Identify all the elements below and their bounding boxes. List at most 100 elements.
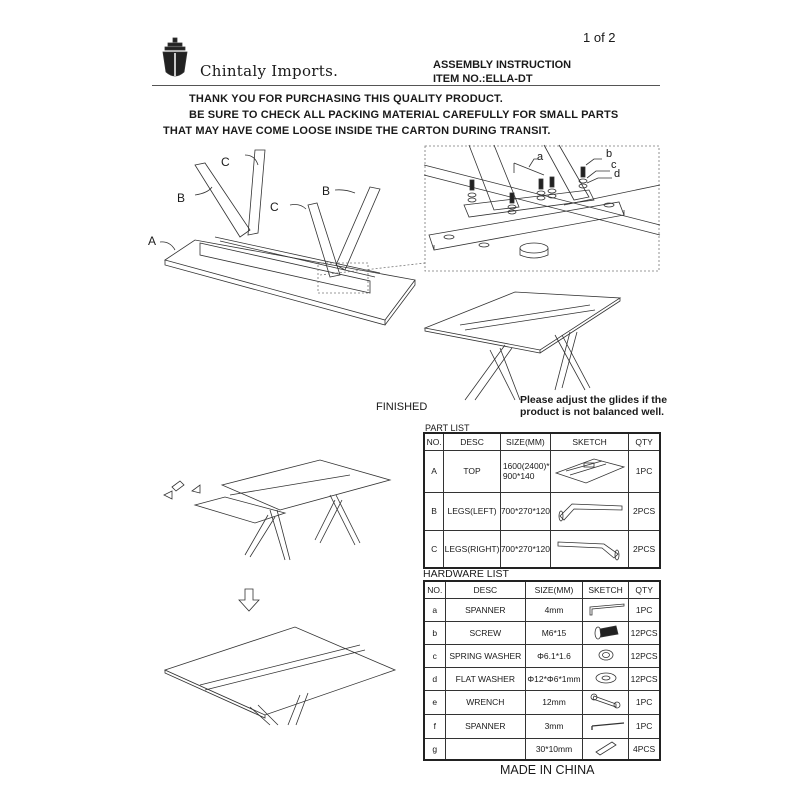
cell-desc: SPANNER [444, 597, 527, 622]
table-row: C LEGS(RIGHT) 700*270*120 2PCS [423, 529, 661, 569]
right-leg-sketch-icon [557, 541, 619, 561]
cell-qty: 12PCS [628, 620, 661, 645]
col-sketch: SKETCH [549, 432, 630, 451]
finished-label: FINISHED [376, 401, 428, 413]
cell-qty: 2PCS [628, 529, 661, 569]
label-leg-left-2: B [322, 184, 331, 198]
label-leg-left-1: B [177, 191, 186, 205]
made-in-label: MADE IN CHINA [500, 763, 595, 777]
cell-desc: SPANNER [444, 713, 527, 739]
part-list-header-row: NO. DESC SIZE(MM) SKETCH QTY [423, 432, 661, 451]
cell-no: a [423, 597, 446, 622]
table-row: d FLAT WASHER Φ12*Φ6*1mm 12PCS [423, 666, 661, 691]
cell-sketch [581, 643, 630, 668]
cell-no: e [423, 689, 446, 715]
col-desc: DESC [443, 432, 501, 451]
assembly-exploded-drawing [159, 149, 426, 326]
item-number: ITEM NO.:ELLA-DT [433, 73, 533, 85]
size-line-1: 1600(2400)* [502, 461, 550, 471]
left-leg-sketch-icon [558, 503, 622, 522]
cell-size: 3mm [525, 713, 583, 739]
cell-size: 700*270*120 [499, 529, 552, 569]
allen-key-small-icon [590, 722, 624, 730]
table-row: c SPRING WASHER Φ6.1*1.6 12PCS [423, 643, 661, 668]
cell-size: 1600(2400)* 900*140 [499, 449, 552, 493]
notice-line-2: BE SURE TO CHECK ALL PACKING MATERIAL CA… [189, 109, 619, 121]
cell-sketch [581, 737, 630, 761]
cell-desc: TOP [443, 449, 501, 493]
col-qty: QTY [628, 432, 661, 451]
table-row: B LEGS(LEFT) 700*270*120 2PCS [423, 491, 661, 531]
cell-no: b [423, 620, 446, 645]
hardware-list-caption: HARDWARE LIST [423, 568, 509, 580]
cell-desc: WRENCH [444, 689, 527, 715]
table-row: a SPANNER 4mm 1PC [423, 597, 661, 622]
page-indicator: 1 of 2 [583, 30, 616, 45]
cell-qty: 1PC [628, 689, 661, 715]
col-size: SIZE(MM) [525, 580, 583, 599]
cell-size: 12mm [525, 689, 583, 715]
cell-no: B [423, 491, 445, 531]
table-row: A TOP 1600(2400)* 900*140 1PC [423, 449, 661, 493]
down-arrow-icon [238, 588, 260, 612]
col-size: SIZE(MM) [499, 432, 552, 451]
cell-size: 30*10mm [525, 737, 583, 761]
cell-qty: 1PC [628, 449, 661, 493]
extension-step-drawing [163, 459, 392, 561]
size-line-2: 900*140 [502, 471, 535, 481]
cell-sketch [581, 597, 630, 622]
cell-no: C [423, 529, 445, 569]
cell-size: 4mm [525, 597, 583, 622]
cell-qty: 2PCS [628, 491, 661, 531]
hardware-list-header-row: NO. DESC SIZE(MM) SKETCH QTY [423, 580, 661, 599]
part-list-table: NO. DESC SIZE(MM) SKETCH QTY A TOP 1600(… [423, 432, 661, 569]
cell-sketch [549, 491, 630, 531]
cell-size: Φ12*Φ6*1mm [525, 666, 583, 691]
document-title-block: ASSEMBLY INSTRUCTION ITEM NO.:ELLA-DT [433, 58, 571, 86]
cell-desc: LEGS(RIGHT) [443, 529, 501, 569]
cell-no: g [423, 737, 446, 761]
cell-qty: 1PC [628, 597, 661, 622]
cell-size: Φ6.1*1.6 [525, 643, 583, 668]
label-table-top: A [148, 234, 157, 248]
table-row: g 30*10mm 4PCS [423, 737, 661, 761]
cell-sketch [581, 713, 630, 739]
glides-note-line-2: product is not balanced well. [520, 406, 665, 418]
flat-washer-icon [595, 672, 616, 683]
label-leg-right-2: C [270, 200, 279, 214]
table-row: f SPANNER 3mm 1PC [423, 713, 661, 739]
label-leg-right-1: C [221, 155, 230, 169]
notice-line-1: THANK YOU FOR PURCHASING THIS QUALITY PR… [189, 93, 503, 105]
cell-size: 700*270*120 [499, 491, 552, 531]
notice-line-3: THAT MAY HAVE COME LOOSE INSIDE THE CART… [163, 125, 551, 137]
hardware-detail-drawing [423, 144, 661, 272]
header-divider [152, 85, 660, 86]
cell-desc: LEGS(LEFT) [443, 491, 501, 531]
spring-washer-icon [598, 649, 613, 660]
cell-desc: FLAT WASHER [444, 666, 527, 691]
finished-table-drawing [423, 291, 622, 401]
cell-qty: 12PCS [628, 666, 661, 691]
brand-name: Chintaly Imports. [200, 62, 339, 80]
extended-table-drawing [163, 626, 397, 726]
table-row: b SCREW M6*15 12PCS [423, 620, 661, 645]
glides-adjust-note: Please adjust the glides if the product … [520, 394, 667, 418]
cell-sketch [581, 666, 630, 691]
label-flat-washer: d [614, 168, 621, 180]
cell-no: c [423, 643, 446, 668]
cell-sketch [581, 689, 630, 715]
cell-no: f [423, 713, 446, 739]
pad-icon [594, 741, 617, 756]
cell-desc: SCREW [444, 620, 527, 645]
cell-sketch [581, 620, 630, 645]
allen-key-icon [589, 603, 624, 615]
cell-no: A [423, 449, 445, 493]
cell-sketch [549, 529, 630, 569]
glides-note-line-1: Please adjust the glides if the [520, 394, 668, 406]
table-top-sketch-icon [554, 458, 625, 484]
hardware-list-table: NO. DESC SIZE(MM) SKETCH QTY a SPANNER 4… [423, 580, 661, 761]
document-title: ASSEMBLY INSTRUCTION [433, 59, 572, 71]
cell-qty: 12PCS [628, 643, 661, 668]
cell-size: M6*15 [525, 620, 583, 645]
cell-sketch [549, 449, 630, 493]
